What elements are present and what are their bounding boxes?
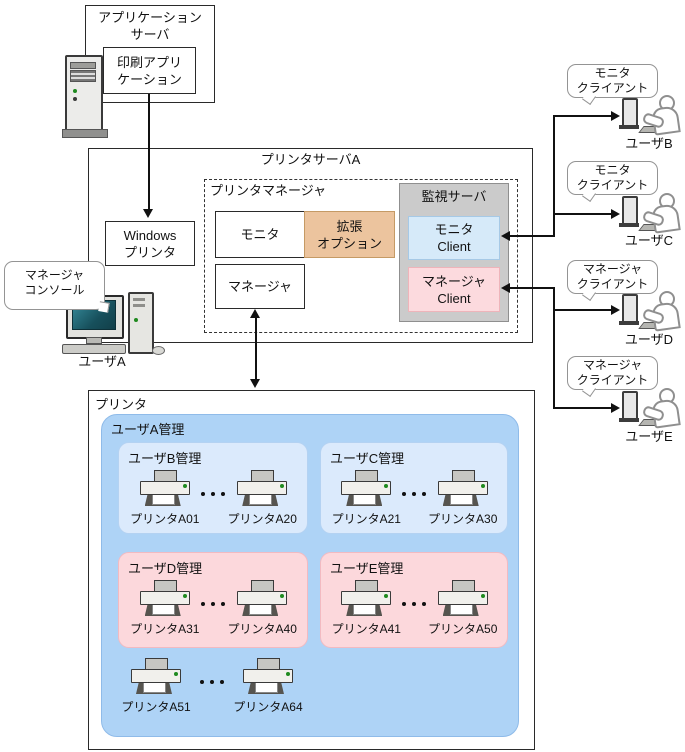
arrowhead-left-icon [501, 283, 510, 293]
ellipsis-dots [402, 602, 427, 606]
manager-box: マネージャ [215, 264, 305, 309]
connector-to-userD [553, 309, 612, 311]
printer-server-a-title: プリンタサーバA [260, 152, 361, 167]
connector-to-manager-client [510, 287, 555, 289]
connector-to-monitor-client [510, 235, 555, 237]
application-server-title: アプリケーション サーバ [98, 10, 202, 42]
printer-unit: プリンタA50 [428, 580, 497, 637]
user-e-label: ユーザE [625, 429, 673, 444]
printers-title: プリンタ [95, 397, 148, 412]
arrowhead-right-icon [611, 305, 620, 315]
user-c-label: ユーザC [624, 233, 674, 248]
arrowhead-right-icon [611, 403, 620, 413]
printer-unit: プリンタA64 [233, 658, 303, 715]
manager-client-callout-userE: マネージャ クライアント [567, 356, 658, 397]
printer-icon [130, 658, 182, 696]
printer-unit: プリンタA01 [130, 470, 199, 527]
user-at-computer-icon [618, 291, 681, 332]
printer-unit: プリンタA41 [332, 580, 401, 637]
printer-group-userC: ユーザC管理 プリンタA21 プリンタA30 [320, 442, 508, 534]
ellipsis-dots [199, 680, 224, 684]
printer-group-userB: ユーザB管理 プリンタA01 プリンタA20 [118, 442, 308, 534]
callout-tail-icon [98, 301, 110, 313]
ellipsis-dots [402, 492, 427, 496]
printer-icon [139, 580, 191, 618]
monitor-client-box: モニタ Client [408, 216, 500, 260]
printer-icon [236, 580, 288, 618]
printer-unit: プリンタA40 [228, 580, 297, 637]
printer-icon [242, 658, 294, 696]
printer-icon [437, 580, 489, 618]
arrowhead-right-icon [611, 111, 620, 121]
manager-client-callout-userD: マネージャ クライアント [567, 260, 658, 301]
printer-unit: プリンタA21 [332, 470, 401, 527]
server-tower-icon [62, 55, 108, 139]
user-a-managed-label: ユーザA管理 [111, 422, 185, 437]
printer-unit: プリンタA31 [130, 580, 199, 637]
printer-icon [340, 470, 392, 508]
printer-group-ungrouped: プリンタA51 プリンタA64 [112, 658, 312, 720]
printer-unit: プリンタA51 [121, 658, 191, 715]
printer-icon [139, 470, 191, 508]
printer-unit: プリンタA30 [428, 470, 497, 527]
arrowhead-right-icon [611, 209, 620, 219]
connector-manager-trunk [553, 288, 555, 409]
user-b-label: ユーザB [625, 136, 673, 151]
connector-manager-to-printers [255, 317, 257, 381]
connector-monitor-trunk [553, 116, 555, 237]
printer-group-userE: ユーザE管理 プリンタA41 プリンタA50 [320, 552, 508, 648]
monitoring-server-title: 監視サーバ [421, 189, 487, 204]
monitor-client-callout-userB: モニタ クライアント [567, 64, 658, 105]
manager-console-callout: マネージャ コンソール [4, 261, 110, 313]
connector-to-userE [553, 407, 612, 409]
user-at-computer-icon [618, 193, 681, 234]
ellipsis-dots [201, 602, 226, 606]
manager-client-box: マネージャ Client [408, 267, 500, 312]
connector-app-to-windows-printer [148, 94, 150, 211]
printer-manager-region: プリンタマネージャ [204, 179, 518, 333]
extension-option-box: 拡張 オプション [304, 211, 395, 258]
printer-group-userD: ユーザD管理 プリンタA31 プリンタA40 [118, 552, 308, 648]
user-at-computer-icon [618, 388, 681, 429]
printer-icon [340, 580, 392, 618]
ellipsis-dots [201, 492, 226, 496]
connector-to-userB [553, 115, 612, 117]
printer-icon [236, 470, 288, 508]
user-at-computer-icon [618, 95, 681, 136]
user-d-label: ユーザD [624, 332, 674, 347]
print-application-box: 印刷アプリ ケーション [103, 47, 196, 94]
printer-unit: プリンタA20 [228, 470, 297, 527]
connector-to-userC [553, 213, 612, 215]
printer-icon [437, 470, 489, 508]
monitor-client-callout-userC: モニタ クライアント [567, 161, 658, 202]
arrowhead-down-icon [250, 379, 260, 388]
arrowhead-down-icon [143, 209, 153, 218]
printer-manager-title: プリンタマネージャ [210, 183, 327, 198]
user-a-label: ユーザA [78, 354, 126, 369]
arrowhead-left-icon [501, 231, 510, 241]
monitor-box: モニタ [215, 211, 305, 258]
arrowhead-up-icon [250, 309, 260, 318]
windows-printer-box: Windows プリンタ [105, 221, 195, 266]
